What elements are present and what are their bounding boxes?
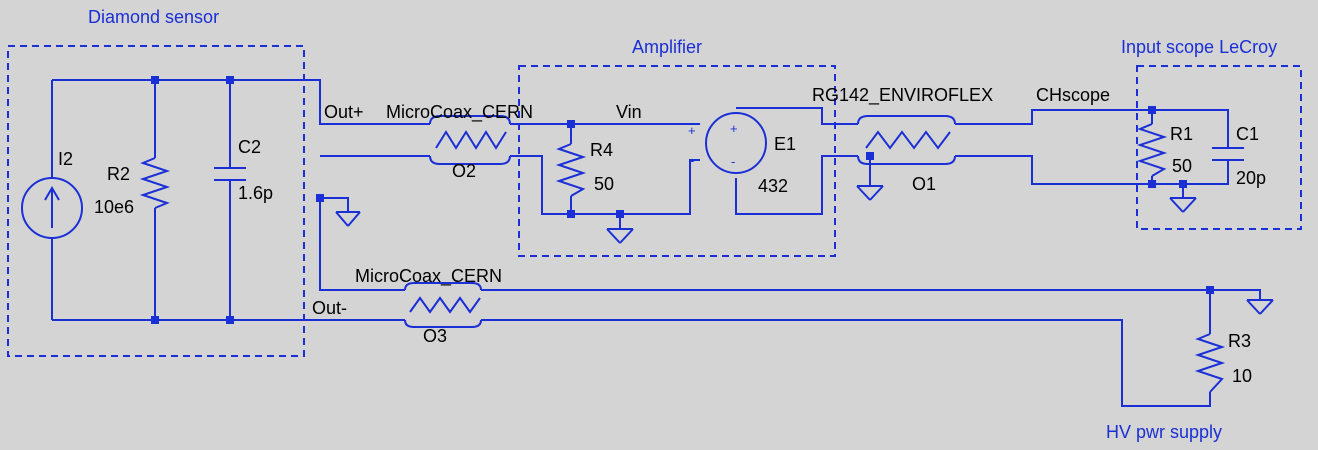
e1-minus-sign: -: [731, 154, 735, 169]
net-label-chscope: CHscope: [1036, 85, 1110, 105]
ground-symbol-o1: [856, 156, 884, 201]
net-label-out-minus: Out-: [312, 298, 347, 318]
o1-model-label: RG142_ENVIROFLEX: [812, 85, 993, 106]
junction-dots: [151, 76, 1214, 324]
current-source-i2[interactable]: [21, 177, 83, 239]
e1-value-label: 432: [758, 176, 788, 196]
diamond-sensor-box: [7, 45, 305, 357]
r1-value-label: 50: [1172, 156, 1192, 176]
r3-ref-label: R3: [1228, 331, 1251, 351]
voltage-source-e1[interactable]: [705, 112, 767, 174]
amplifier-title: Amplifier: [632, 37, 702, 57]
resistor-r3[interactable]: [1194, 333, 1226, 393]
i2-ref-label: I2: [58, 149, 73, 169]
e1-input-plus-sign: +: [688, 123, 696, 138]
ground-symbol-amplifier: [606, 228, 634, 244]
o3-ref-label: O3: [423, 326, 447, 346]
resistor-r1[interactable]: [1136, 123, 1168, 177]
amplifier-box: [518, 65, 836, 257]
transmission-line-o2[interactable]: [429, 115, 511, 165]
input-scope-box: [1136, 65, 1302, 230]
ground-symbol-hv: [1246, 299, 1274, 315]
ground-symbol-scope: [1169, 197, 1197, 213]
resistor-r4[interactable]: [555, 143, 587, 197]
transmission-line-o3[interactable]: [404, 282, 482, 328]
net-label-vin: Vin: [616, 102, 642, 122]
o1-ref-label: O1: [912, 174, 936, 194]
capacitor-c1[interactable]: [1212, 147, 1244, 161]
o2-ref-label: O2: [452, 161, 476, 181]
transmission-line-o1[interactable]: [857, 115, 956, 165]
r1-ref-label: R1: [1170, 124, 1193, 144]
hv-supply-title: HV pwr supply: [1106, 422, 1222, 442]
r2-ref-label: R2: [107, 164, 130, 184]
amplifier-wires: [510, 107, 858, 228]
r2-value-label: 10e6: [94, 197, 134, 217]
diamond-sensor-title: Diamond sensor: [88, 7, 219, 27]
c2-value-label: 1.6p: [238, 183, 273, 203]
c2-ref-label: C2: [238, 137, 261, 157]
o3-model-label: MicroCoax_CERN: [355, 266, 502, 287]
net-label-out-plus: Out+: [324, 102, 364, 122]
c1-value-label: 20p: [1236, 168, 1266, 188]
capacitor-c2[interactable]: [214, 167, 246, 181]
e1-ref-label: E1: [774, 134, 796, 154]
hv-supply-wires: [481, 289, 1261, 407]
ground-symbol-cable-shield: [335, 211, 361, 227]
r4-ref-label: R4: [590, 140, 613, 160]
r3-value-label: 10: [1232, 366, 1252, 386]
input-scope-title: Input scope LeCroy: [1121, 37, 1277, 57]
o2-model-label: MicroCoax_CERN: [386, 102, 533, 123]
c1-ref-label: C1: [1236, 124, 1259, 144]
resistor-r2[interactable]: [139, 157, 171, 209]
e1-input-minus-sign: -: [690, 153, 694, 168]
e1-plus-sign: +: [730, 121, 738, 136]
r4-value-label: 50: [594, 174, 614, 194]
